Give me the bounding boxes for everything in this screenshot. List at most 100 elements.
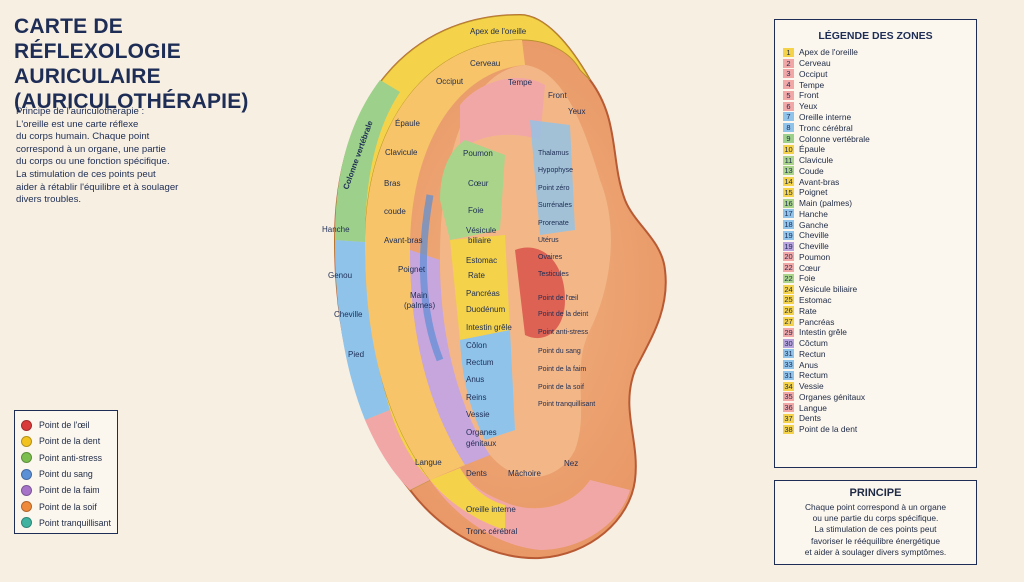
legend-number: 35 xyxy=(783,392,794,402)
legend-label: Estomac xyxy=(799,294,832,305)
label-oreille-interne: Oreille interne xyxy=(466,505,516,514)
label-anus: Anus xyxy=(466,375,484,384)
point-dot-icon xyxy=(21,435,32,447)
principe-line: La stimulation de ces points peut xyxy=(814,524,937,535)
legend-label: Cœur xyxy=(799,262,821,273)
legend-label: Occiput xyxy=(799,68,828,79)
canal xyxy=(419,194,444,362)
label-surrenales: Surrénales xyxy=(538,202,572,209)
point-legend-label: Point du sang xyxy=(39,469,93,480)
principe-line: Chaque point correspond à un organe xyxy=(804,502,947,512)
legend-label: Vésicule biliaire xyxy=(799,284,858,295)
legend-label: Poumon xyxy=(799,251,831,262)
label-pancreas: Pancréas xyxy=(466,289,500,298)
legend-label: Tempe xyxy=(799,79,825,90)
label-nez: Nez xyxy=(564,459,578,468)
legend-number: 22 xyxy=(783,273,794,283)
label-vessie: Vessie xyxy=(466,410,490,419)
legend-number: 1 xyxy=(783,47,794,57)
legend-label: Yeux xyxy=(799,101,818,112)
label-pied: Pied xyxy=(348,350,364,359)
point-legend-item: Point anti-stress xyxy=(21,450,111,466)
legend-label: Rate xyxy=(799,305,817,316)
legend-label: Pancréas xyxy=(799,316,835,327)
legend-label: Ganche xyxy=(799,219,829,230)
label-p-sang: Point du sang xyxy=(538,348,581,355)
point-legend-item: Point de la dent xyxy=(21,433,111,449)
label-bras: Bras xyxy=(384,179,400,188)
point-legend-item: Point de la faim xyxy=(21,482,111,498)
legend-label: Vessie xyxy=(799,381,824,392)
legend-label: Langue xyxy=(799,402,827,413)
helix-green xyxy=(335,80,400,242)
legend-label: Clavicule xyxy=(799,155,833,166)
label-front: Front xyxy=(548,91,567,100)
label-rectum: Rectum xyxy=(466,358,494,367)
zone-green xyxy=(440,140,505,240)
legend-number: 2 xyxy=(783,58,794,68)
legend-number: 24 xyxy=(783,284,794,294)
legend-number: 5 xyxy=(783,90,794,100)
label-duodenum: Duodénum xyxy=(466,305,505,314)
helix-pink xyxy=(365,410,430,490)
helix-blue xyxy=(335,240,390,420)
legend-label: Point de la dent xyxy=(799,424,858,435)
point-legend-item: Point de la soif xyxy=(21,498,111,514)
label-thalamus: Thalamus xyxy=(538,150,569,157)
label-yeux: Yeux xyxy=(568,107,586,116)
label-apex: Apex de l'oreille xyxy=(470,27,527,36)
label-main2: (palmes) xyxy=(404,301,435,310)
label-vesicule2: biliaire xyxy=(468,236,492,245)
label-machoire: Mâchoire xyxy=(508,469,541,478)
point-dot-icon xyxy=(21,517,32,529)
label-poignet: Poignet xyxy=(398,265,426,274)
legend-label: Avant-bras xyxy=(799,176,840,187)
label-tempe: Tempe xyxy=(508,78,533,87)
label-rate: Rate xyxy=(468,271,485,280)
principe-title: PRINCIPE xyxy=(849,487,902,499)
label-cheville: Cheville xyxy=(334,310,363,319)
label-hanche: Hanche xyxy=(322,225,350,234)
label-coude: coude xyxy=(384,207,406,216)
legend-number: 17 xyxy=(783,209,794,219)
ear-svg: Apex de l'oreille Colonne vertébrale Occ… xyxy=(322,13,667,560)
principe-line: favoriser le rééquilibre énergétique xyxy=(811,535,940,546)
legend-item: 13 Coude xyxy=(783,165,976,176)
legend-number: 33 xyxy=(783,360,794,370)
legend-number: 31 xyxy=(783,349,794,359)
title-line: AURICULAIRE xyxy=(14,65,161,88)
legend-number: 7 xyxy=(783,112,794,122)
antihelix-band xyxy=(365,40,525,480)
label-p-oeil: Point de l'œil xyxy=(538,295,579,302)
label-occiput: Occiput xyxy=(436,77,464,86)
label-p-tranq: Point tranquillisant xyxy=(538,401,595,408)
point-dot-icon xyxy=(21,501,32,513)
label-p-faim: Point de la faim xyxy=(538,366,586,373)
label-reins: Reins xyxy=(466,393,486,402)
legend-item: 24 Vésicule biliaire xyxy=(783,284,976,295)
legend-item: 22 Foie xyxy=(783,273,976,284)
legend-label: Intestin grêle xyxy=(799,327,847,338)
legend-label: Foie xyxy=(799,273,816,284)
zone-blue-right xyxy=(530,120,575,235)
legend-label: Coude xyxy=(799,165,824,176)
zone-yellow xyxy=(450,235,510,340)
legend-label: Hanche xyxy=(799,208,828,219)
point-legend-label: Point de l'œil xyxy=(39,420,90,431)
legend-number: 13 xyxy=(783,166,794,176)
legend-number: 25 xyxy=(783,295,794,305)
point-dot-icon xyxy=(21,419,32,431)
